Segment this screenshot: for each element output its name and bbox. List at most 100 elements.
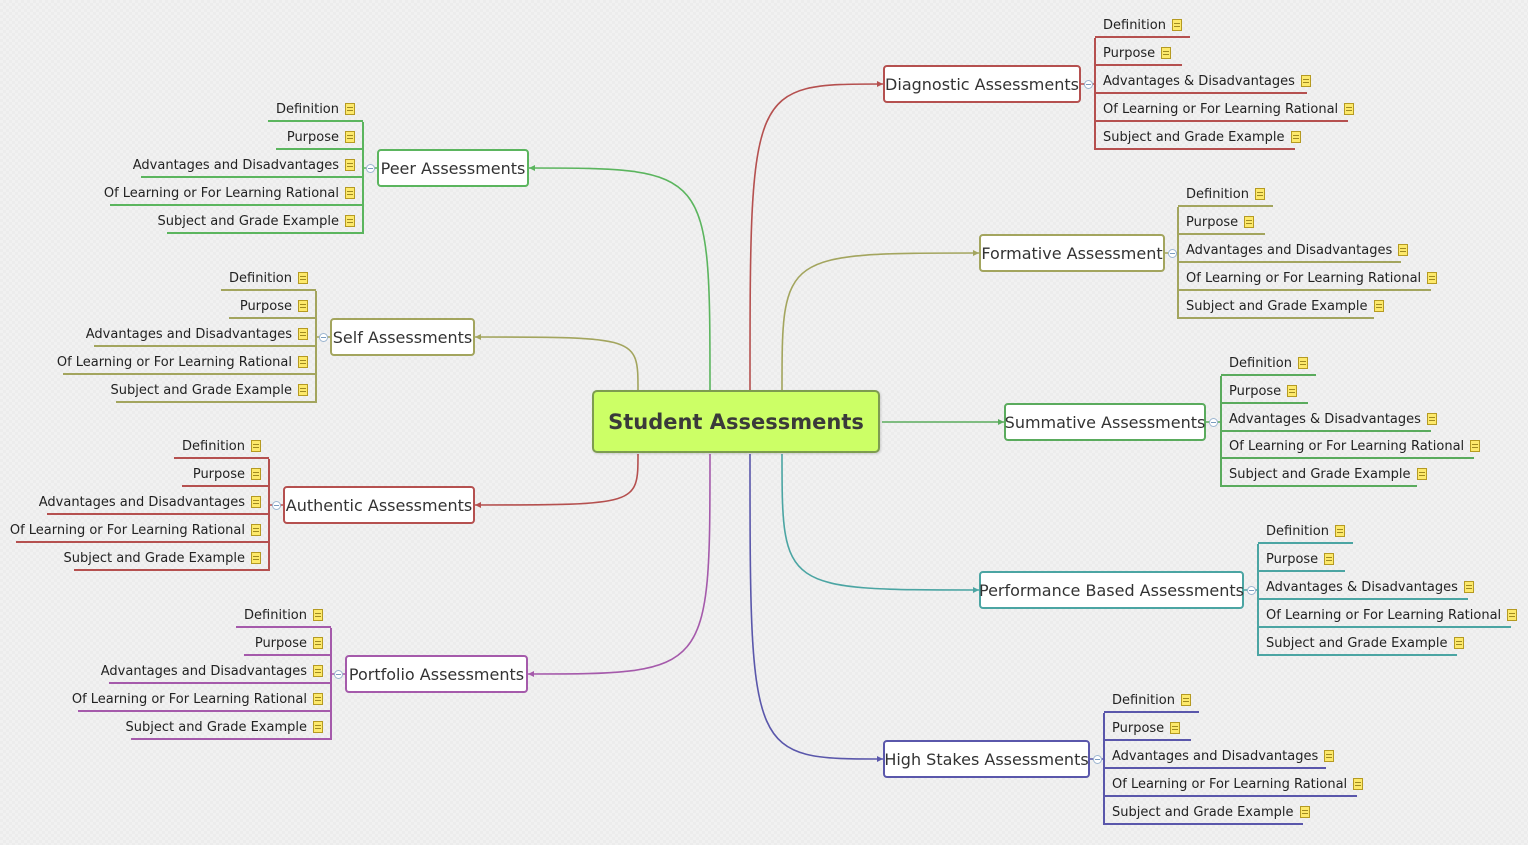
peer-assessments-subtopic-definition[interactable]: Definition <box>268 98 363 122</box>
high-stakes-assessments-subtopic-advantages-and-disadvantages[interactable]: Advantages and Disadvantages <box>1104 745 1335 769</box>
high-stakes-assessments-subtopic-purpose[interactable]: Purpose <box>1104 717 1191 741</box>
note-icon[interactable] <box>298 300 308 312</box>
summative-assessments-subtopic-purpose[interactable]: Purpose <box>1221 380 1308 404</box>
note-icon[interactable] <box>251 468 261 480</box>
note-icon[interactable] <box>1180 694 1191 706</box>
note-icon[interactable] <box>345 187 355 199</box>
note-icon[interactable] <box>1290 131 1301 143</box>
performance-based-assessments-subtopic-purpose[interactable]: Purpose <box>1258 548 1345 572</box>
note-icon[interactable] <box>1507 609 1518 621</box>
self-assessments-subtopic-subject-and-grade-example[interactable]: Subject and Grade Example <box>111 379 316 403</box>
authentic-assessments-subtopic-definition[interactable]: Definition <box>174 435 269 459</box>
self-assessments-subtopic-purpose[interactable]: Purpose <box>229 295 316 319</box>
topic-self-assessments[interactable]: Self Assessments <box>330 318 475 356</box>
note-icon[interactable] <box>313 637 323 649</box>
performance-based-assessments-subtopic-advantages-and-disadvantages[interactable]: Advantages & Disadvantages <box>1258 576 1474 600</box>
note-icon[interactable] <box>1344 103 1355 115</box>
peer-assessments-subtopic-purpose[interactable]: Purpose <box>276 126 363 150</box>
performance-based-assessments-collapse-toggle-icon[interactable] <box>1246 585 1256 595</box>
authentic-assessments-subtopic-of-learning-or-for-learning-rational[interactable]: Of Learning or For Learning Rational <box>10 519 269 543</box>
note-icon[interactable] <box>1324 553 1335 565</box>
note-icon[interactable] <box>1254 188 1265 200</box>
note-icon[interactable] <box>1426 413 1437 425</box>
note-icon[interactable] <box>251 552 261 564</box>
topic-summative-assessments[interactable]: Summative Assessments <box>1004 403 1206 441</box>
peer-assessments-subtopic-advantages-and-disadvantages[interactable]: Advantages and Disadvantages <box>133 154 363 178</box>
note-icon[interactable] <box>1287 385 1298 397</box>
diagnostic-assessments-subtopic-of-learning-or-for-learning-rational[interactable]: Of Learning or For Learning Rational <box>1095 98 1355 122</box>
summative-assessments-subtopic-advantages-and-disadvantages[interactable]: Advantages & Disadvantages <box>1221 408 1437 432</box>
note-icon[interactable] <box>1463 581 1474 593</box>
formative-assessment-subtopic-purpose[interactable]: Purpose <box>1178 211 1265 235</box>
portfolio-assessments-collapse-toggle-icon[interactable] <box>333 669 343 679</box>
note-icon[interactable] <box>1324 750 1335 762</box>
peer-assessments-subtopic-of-learning-or-for-learning-rational[interactable]: Of Learning or For Learning Rational <box>104 182 363 206</box>
note-icon[interactable] <box>313 721 323 733</box>
note-icon[interactable] <box>313 609 323 621</box>
note-icon[interactable] <box>1244 216 1255 228</box>
authentic-assessments-subtopic-subject-and-grade-example[interactable]: Subject and Grade Example <box>64 547 269 571</box>
note-icon[interactable] <box>345 159 355 171</box>
note-icon[interactable] <box>1299 806 1310 818</box>
note-icon[interactable] <box>298 384 308 396</box>
diagnostic-assessments-subtopic-definition[interactable]: Definition <box>1095 14 1190 38</box>
note-icon[interactable] <box>251 440 261 452</box>
note-icon[interactable] <box>1297 357 1308 369</box>
peer-assessments-subtopic-subject-and-grade-example[interactable]: Subject and Grade Example <box>158 210 363 234</box>
topic-portfolio-assessments[interactable]: Portfolio Assessments <box>345 655 528 693</box>
portfolio-assessments-subtopic-subject-and-grade-example[interactable]: Subject and Grade Example <box>126 716 331 740</box>
note-icon[interactable] <box>1453 637 1464 649</box>
note-icon[interactable] <box>1353 778 1364 790</box>
performance-based-assessments-subtopic-subject-and-grade-example[interactable]: Subject and Grade Example <box>1258 632 1464 656</box>
note-icon[interactable] <box>1373 300 1384 312</box>
high-stakes-assessments-subtopic-of-learning-or-for-learning-rational[interactable]: Of Learning or For Learning Rational <box>1104 773 1364 797</box>
high-stakes-assessments-subtopic-definition[interactable]: Definition <box>1104 689 1199 713</box>
formative-assessment-subtopic-advantages-and-disadvantages[interactable]: Advantages and Disadvantages <box>1178 239 1409 263</box>
performance-based-assessments-subtopic-of-learning-or-for-learning-rational[interactable]: Of Learning or For Learning Rational <box>1258 604 1518 628</box>
note-icon[interactable] <box>1416 468 1427 480</box>
high-stakes-assessments-subtopic-subject-and-grade-example[interactable]: Subject and Grade Example <box>1104 801 1310 825</box>
self-assessments-subtopic-of-learning-or-for-learning-rational[interactable]: Of Learning or For Learning Rational <box>57 351 316 375</box>
self-assessments-subtopic-advantages-and-disadvantages[interactable]: Advantages and Disadvantages <box>86 323 316 347</box>
authentic-assessments-subtopic-advantages-and-disadvantages[interactable]: Advantages and Disadvantages <box>39 491 269 515</box>
authentic-assessments-collapse-toggle-icon[interactable] <box>271 500 281 510</box>
summative-assessments-collapse-toggle-icon[interactable] <box>1208 417 1218 427</box>
portfolio-assessments-subtopic-purpose[interactable]: Purpose <box>244 632 331 656</box>
peer-assessments-collapse-toggle-icon[interactable] <box>365 163 375 173</box>
summative-assessments-subtopic-of-learning-or-for-learning-rational[interactable]: Of Learning or For Learning Rational <box>1221 435 1481 459</box>
topic-performance-based-assessments[interactable]: Performance Based Assessments <box>979 571 1244 609</box>
formative-assessment-subtopic-subject-and-grade-example[interactable]: Subject and Grade Example <box>1178 295 1384 319</box>
topic-diagnostic-assessments[interactable]: Diagnostic Assessments <box>883 65 1081 103</box>
note-icon[interactable] <box>345 215 355 227</box>
portfolio-assessments-subtopic-of-learning-or-for-learning-rational[interactable]: Of Learning or For Learning Rational <box>72 688 331 712</box>
self-assessments-collapse-toggle-icon[interactable] <box>318 332 328 342</box>
authentic-assessments-subtopic-purpose[interactable]: Purpose <box>182 463 269 487</box>
note-icon[interactable] <box>251 524 261 536</box>
portfolio-assessments-subtopic-definition[interactable]: Definition <box>236 604 331 628</box>
formative-assessment-subtopic-definition[interactable]: Definition <box>1178 183 1273 207</box>
note-icon[interactable] <box>298 272 308 284</box>
note-icon[interactable] <box>1334 525 1345 537</box>
diagnostic-assessments-subtopic-subject-and-grade-example[interactable]: Subject and Grade Example <box>1095 126 1301 150</box>
performance-based-assessments-subtopic-definition[interactable]: Definition <box>1258 520 1353 544</box>
note-icon[interactable] <box>1161 47 1172 59</box>
note-icon[interactable] <box>1470 440 1481 452</box>
note-icon[interactable] <box>345 131 355 143</box>
portfolio-assessments-subtopic-advantages-and-disadvantages[interactable]: Advantages and Disadvantages <box>101 660 331 684</box>
note-icon[interactable] <box>345 103 355 115</box>
diagnostic-assessments-collapse-toggle-icon[interactable] <box>1083 79 1093 89</box>
note-icon[interactable] <box>313 693 323 705</box>
note-icon[interactable] <box>1398 244 1409 256</box>
topic-high-stakes-assessments[interactable]: High Stakes Assessments <box>883 740 1090 778</box>
note-icon[interactable] <box>298 356 308 368</box>
high-stakes-assessments-collapse-toggle-icon[interactable] <box>1092 754 1102 764</box>
topic-authentic-assessments[interactable]: Authentic Assessments <box>283 486 475 524</box>
diagnostic-assessments-subtopic-advantages-and-disadvantages[interactable]: Advantages & Disadvantages <box>1095 70 1311 94</box>
note-icon[interactable] <box>1171 19 1182 31</box>
topic-peer-assessments[interactable]: Peer Assessments <box>377 149 529 187</box>
note-icon[interactable] <box>1427 272 1438 284</box>
formative-assessment-subtopic-of-learning-or-for-learning-rational[interactable]: Of Learning or For Learning Rational <box>1178 267 1438 291</box>
note-icon[interactable] <box>298 328 308 340</box>
summative-assessments-subtopic-subject-and-grade-example[interactable]: Subject and Grade Example <box>1221 463 1427 487</box>
diagnostic-assessments-subtopic-purpose[interactable]: Purpose <box>1095 42 1182 66</box>
